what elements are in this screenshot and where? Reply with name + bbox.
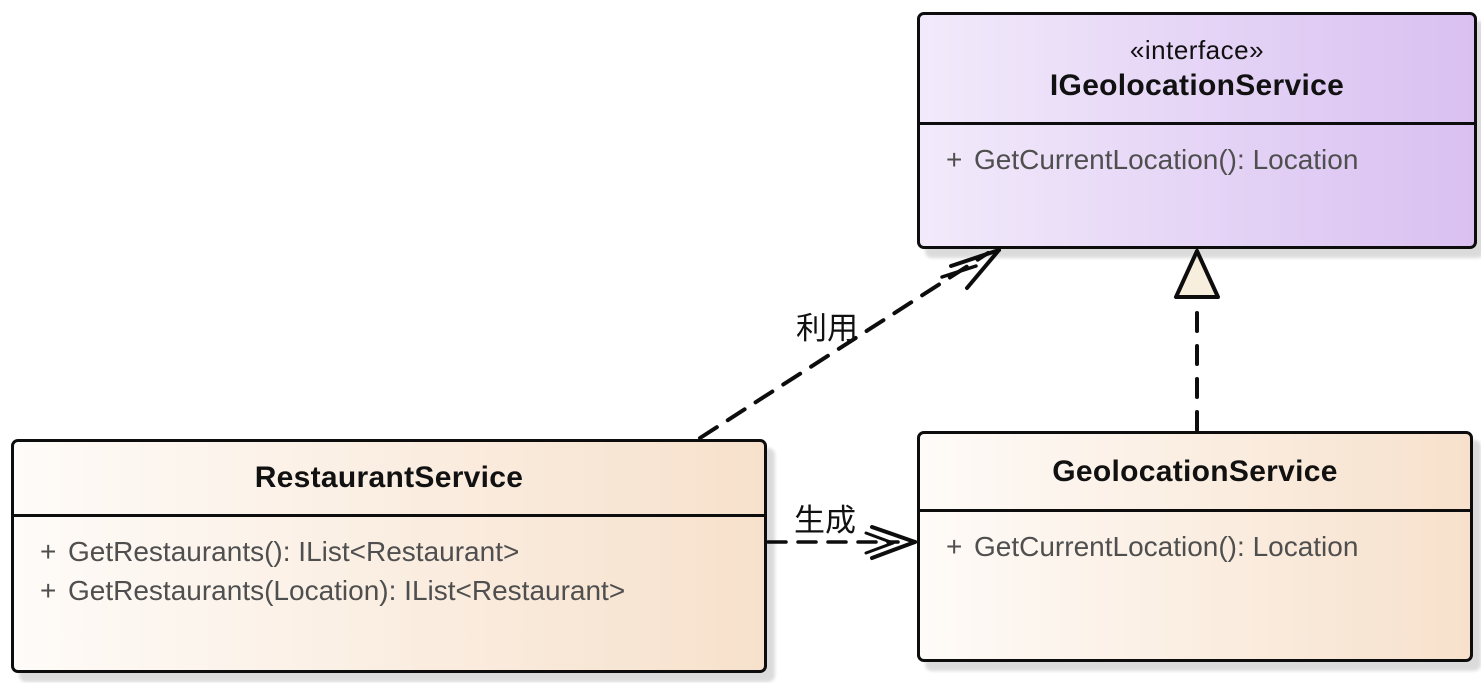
create-connector-label: 生成 [794, 503, 856, 538]
restaurant-class-name: RestaurantService [254, 461, 524, 494]
interface-class-name: IGeolocationService [1049, 68, 1345, 102]
visibility-marker: + [946, 531, 963, 562]
method-signature: GetRestaurants(): IList<Restaurant> [68, 536, 520, 567]
method-row: + GetRestaurants(): IList<Restaurant> [14, 532, 764, 571]
method-signature: GetCurrentLocation(): Location [974, 144, 1359, 175]
restaurant-service-class-box: RestaurantService + GetRestaurants(): IL… [11, 439, 767, 673]
realization-connector [1174, 249, 1220, 432]
method-row: + GetCurrentLocation(): Location [920, 527, 1470, 566]
interface-member-compartment: + GetCurrentLocation(): Location [920, 125, 1474, 179]
method-signature: GetRestaurants(Location): IList<Restaura… [68, 575, 626, 606]
hollow-triangle-arrowhead [1174, 249, 1220, 299]
restaurant-title-compartment: RestaurantService [14, 442, 764, 517]
interface-stereotype: «interface» [1129, 34, 1265, 65]
method-signature: GetCurrentLocation(): Location [974, 531, 1359, 562]
interface-title-compartment: «interface» IGeolocationService [920, 15, 1474, 125]
visibility-marker: + [40, 575, 57, 606]
geolocation-member-compartment: + GetCurrentLocation(): Location [920, 512, 1470, 566]
use-connector-label: 利用 [796, 311, 858, 346]
geolocation-class-name: GeolocationService [1052, 454, 1338, 488]
geolocation-title-compartment: GeolocationService [920, 434, 1470, 512]
restaurant-member-compartment: + GetRestaurants(): IList<Restaurant> + … [14, 517, 764, 610]
method-row: + GetCurrentLocation(): Location [920, 140, 1474, 179]
geolocation-service-class-box: GeolocationService + GetCurrentLocation(… [917, 431, 1473, 662]
interface-class-box: «interface» IGeolocationService + GetCur… [917, 12, 1477, 249]
method-row: + GetRestaurants(Location): IList<Restau… [14, 571, 764, 610]
visibility-marker: + [40, 536, 57, 567]
visibility-marker: + [946, 144, 963, 175]
